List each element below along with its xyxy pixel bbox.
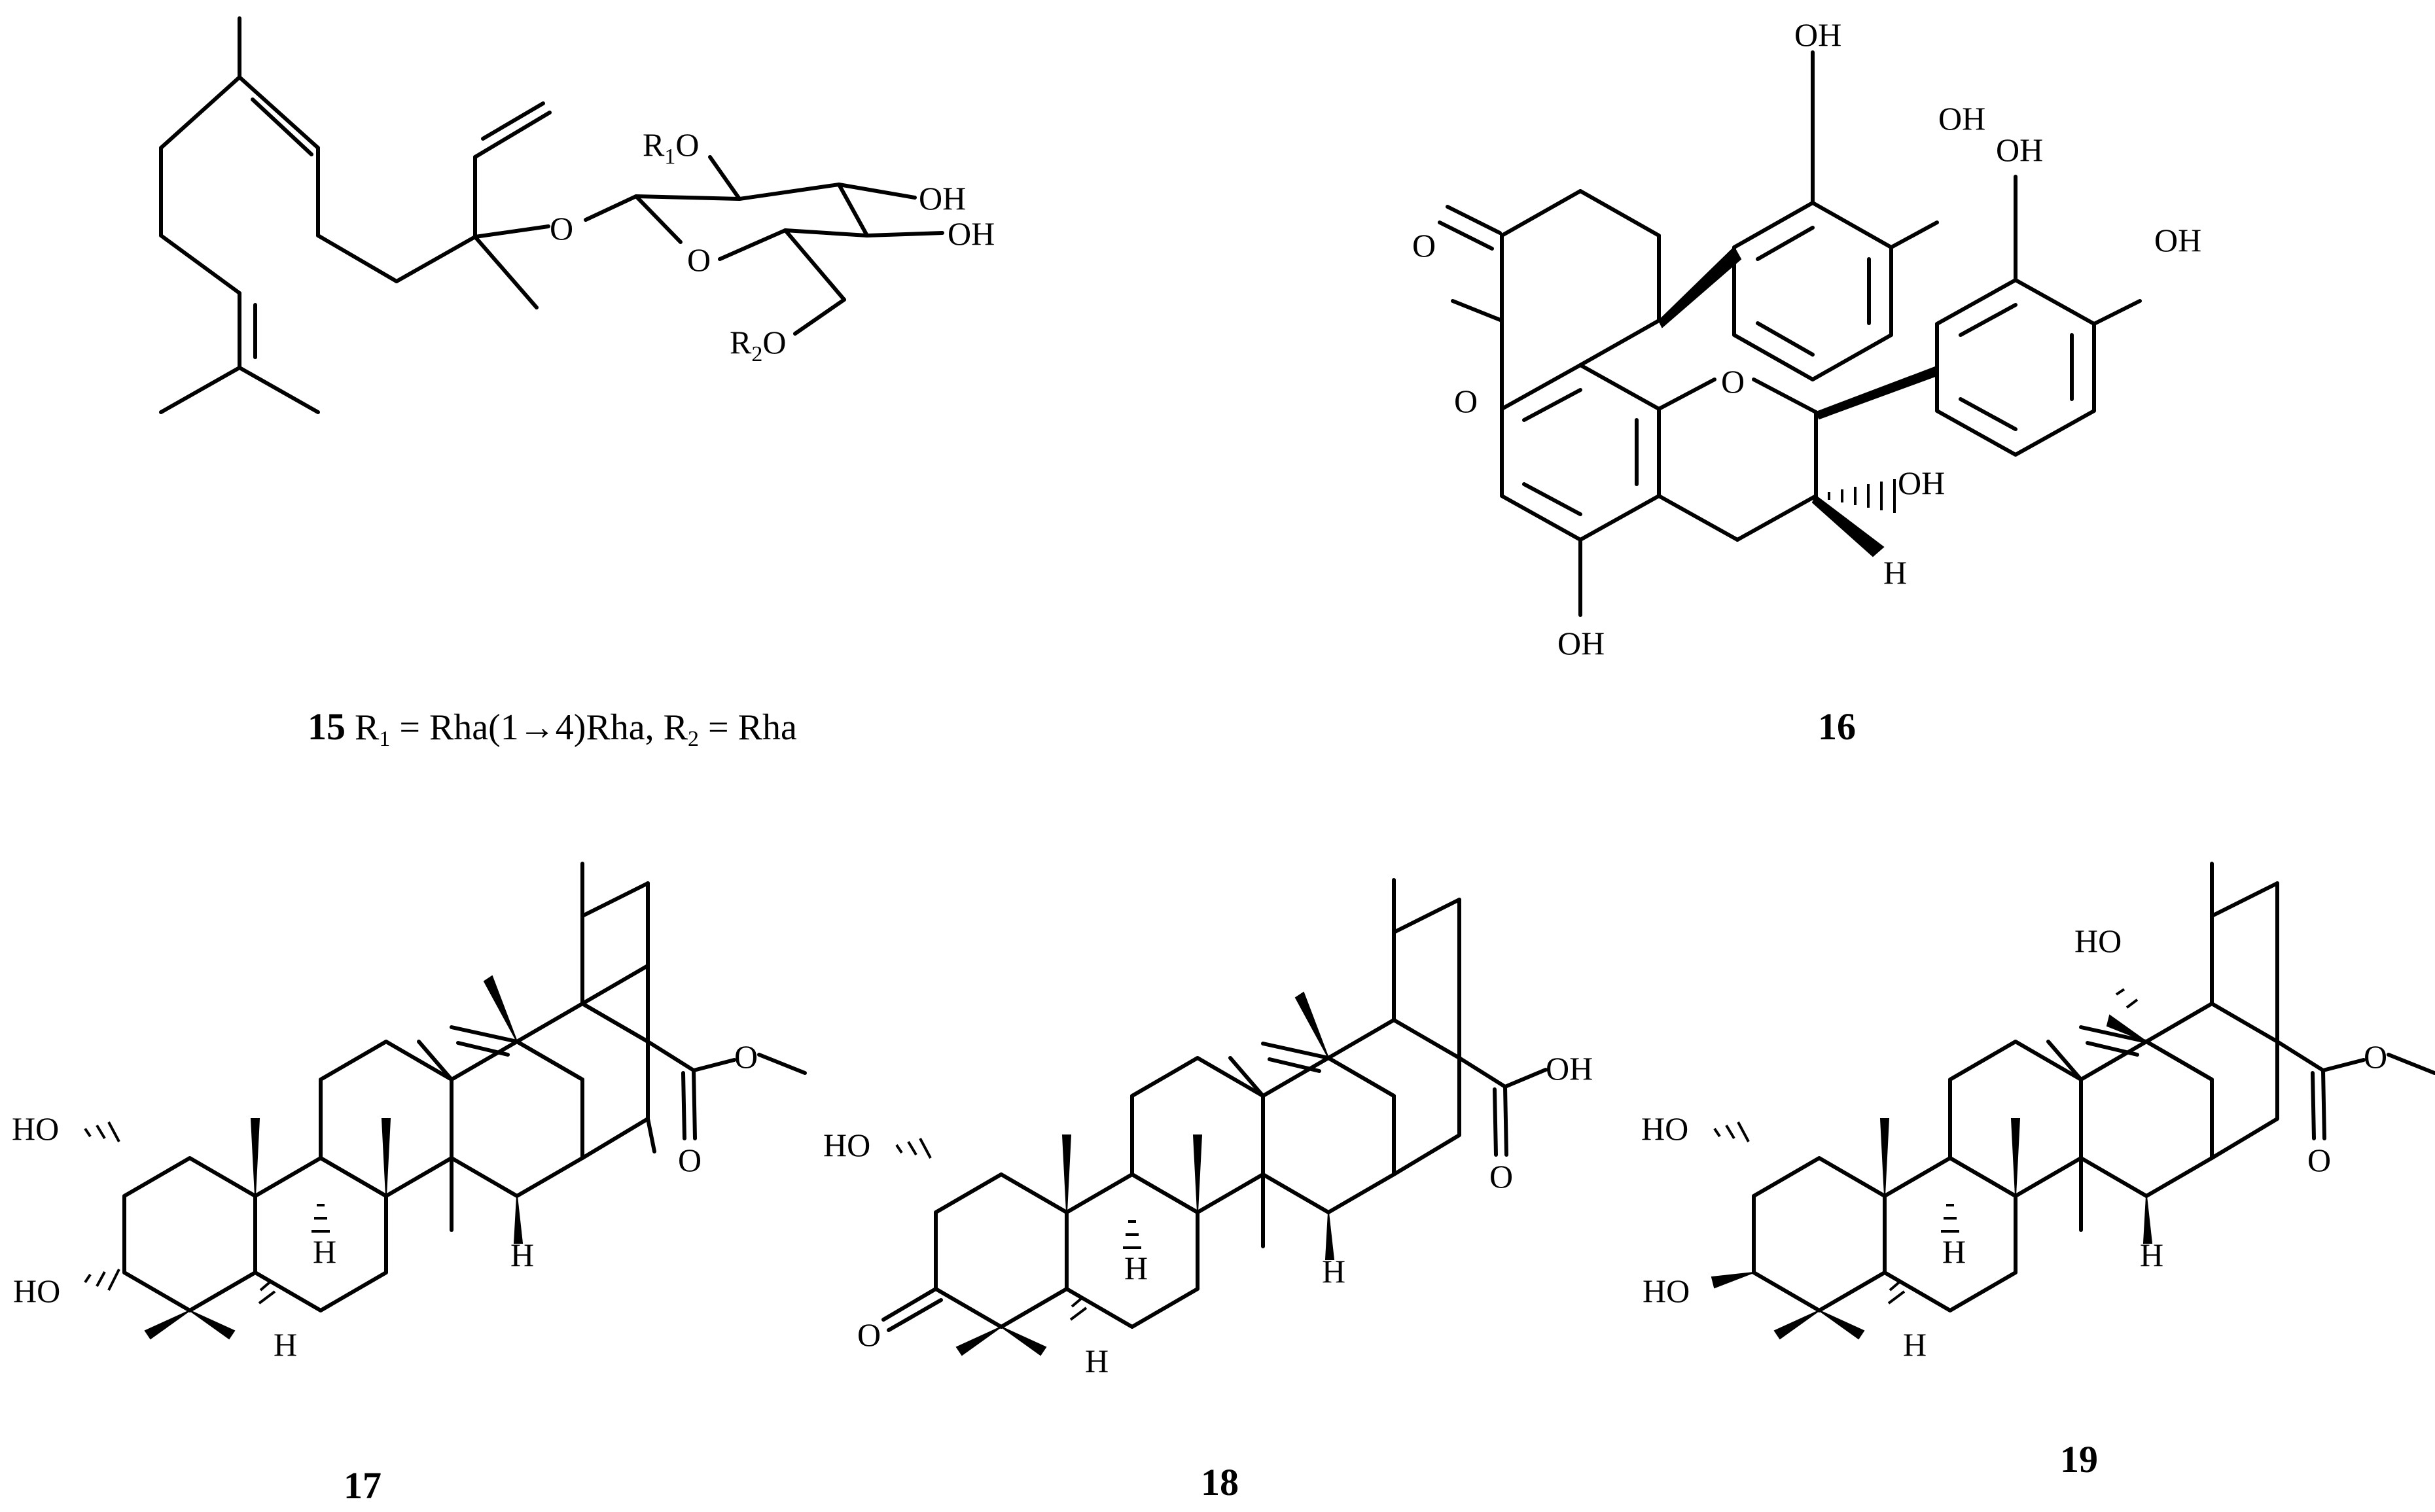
c17-hashed-bonds: [84, 1121, 330, 1305]
c16-h-label: H: [1883, 554, 1907, 591]
c18-ho-label: HO: [823, 1127, 870, 1163]
c16-oh-c3-label: OH: [1898, 465, 1945, 501]
c18-h-18-label: H: [1322, 1253, 1345, 1290]
c15-r2o-label: R2O: [730, 324, 786, 366]
c19-ho-2-label: HO: [1641, 1110, 1688, 1147]
c16-oh-upper-right-label: OH: [1938, 100, 1985, 137]
compound-15-structure: R1O OH OH O O R2O: [159, 16, 995, 414]
compound-19-structure: HO HO HO H H H O O: [1641, 862, 2435, 1363]
c19-carbonyl-o-label: O: [2307, 1142, 2331, 1178]
c19-h-9-label: H: [1942, 1233, 1966, 1270]
c15-oh-label-1: OH: [919, 180, 966, 217]
c19-h-5-label: H: [1903, 1326, 1927, 1363]
c18-acid-oh-label: OH: [1546, 1050, 1593, 1087]
compound-19-caption: 19: [2060, 1438, 2098, 1481]
c18-h-5-label: H: [1085, 1343, 1109, 1379]
c17-h-9-label: H: [313, 1233, 336, 1270]
compound-18-structure: HO O H H H OH O: [823, 878, 1593, 1379]
compound-17-caption: 17: [344, 1464, 382, 1507]
c16-carbonyl-o-label: O: [1412, 227, 1436, 264]
c17-ho-3-label: HO: [13, 1273, 60, 1309]
c16-oh-catechol2-meta-label: OH: [1996, 132, 2043, 168]
c16-pyran-o-label: O: [1721, 363, 1745, 400]
c15-ring-o-label: O: [687, 241, 711, 278]
compound-17-structure: HO HO H H H O O: [12, 862, 807, 1363]
c18-hashed-bonds: [895, 1138, 1141, 1321]
c19-ho-3-label: HO: [1643, 1273, 1690, 1309]
c18-acid-carbonyl-o-label: O: [1489, 1158, 1513, 1195]
c19-ho-19-label: HO: [2074, 923, 2122, 959]
c15-r1o-label: R1O: [643, 126, 699, 169]
compound-16-caption: 16: [1818, 705, 1856, 748]
c17-h-5-label: H: [274, 1326, 297, 1363]
c16-lactone-o-label: O: [1454, 383, 1478, 419]
c15-oh-label-2: OH: [948, 215, 995, 252]
c16-oh-bottom-label: OH: [1557, 625, 1605, 661]
c16-hashed-bond: [1828, 479, 1896, 513]
c17-ho-2-label: HO: [12, 1110, 59, 1147]
c19-h-18-label: H: [2140, 1237, 2163, 1273]
c19-hashed-bonds: [1713, 988, 2139, 1305]
c17-h-18-label: H: [510, 1237, 534, 1273]
c15-glycosidic-o-label: O: [550, 210, 573, 247]
compound-15-caption: 15 R1 = Rha(1→4)Rha, R2 = Rha: [308, 705, 797, 751]
c16-oh-catechol2-para-label: OH: [2154, 222, 2201, 258]
c18-h-9-label: H: [1124, 1250, 1148, 1286]
c17-carbonyl-o-label: O: [678, 1142, 702, 1178]
c17-ester-o-label: O: [734, 1038, 758, 1075]
compound-16-structure: OH OH OH OH O O O OH H OH: [1412, 16, 2201, 661]
compound-18-caption: 18: [1201, 1461, 1239, 1503]
c18-ketone-o-label: O: [857, 1316, 881, 1353]
c19-ester-o-label: O: [2364, 1038, 2387, 1075]
c16-oh-top-label: OH: [1794, 16, 1841, 53]
